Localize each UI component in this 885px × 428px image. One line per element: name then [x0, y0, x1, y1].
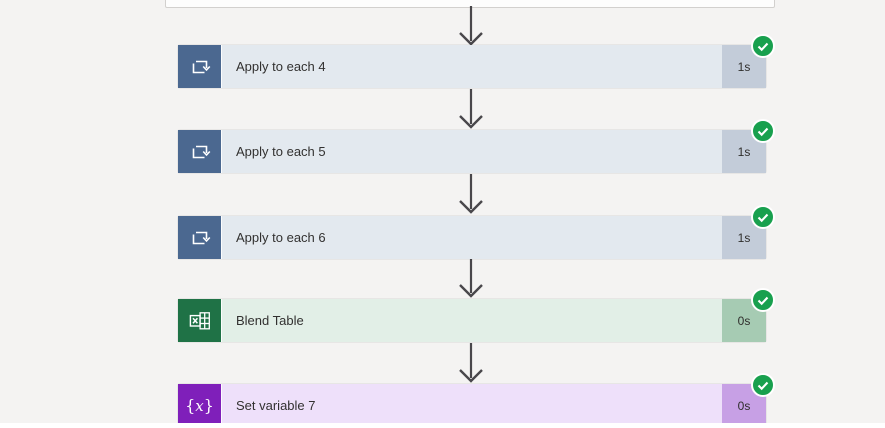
step-card-apply-to-each-6[interactable]: Apply to each 6 1s	[178, 205, 775, 259]
connector-arrow	[459, 89, 483, 129]
loop-icon	[178, 216, 221, 259]
step-card-apply-to-each-4[interactable]: Apply to each 4 1s	[178, 34, 775, 88]
step-card-blend-table[interactable]: Blend Table 0s	[178, 288, 775, 342]
step-label: Apply to each 4	[236, 59, 326, 74]
loop-icon	[178, 130, 221, 173]
connector-arrow	[459, 174, 483, 214]
success-check-icon	[751, 205, 775, 229]
step-card-set-variable-7[interactable]: {x} Set variable 7 0s	[178, 373, 775, 427]
success-check-icon	[751, 119, 775, 143]
connector-arrow	[459, 258, 483, 298]
step-card-apply-to-each-5[interactable]: Apply to each 5 1s	[178, 119, 775, 173]
step-label: Blend Table	[236, 313, 304, 328]
variable-icon: {x}	[178, 384, 221, 427]
success-check-icon	[751, 34, 775, 58]
loop-icon	[178, 45, 221, 88]
step-label: Set variable 7	[236, 398, 316, 413]
step-label: Apply to each 5	[236, 144, 326, 159]
step-label: Apply to each 6	[236, 230, 326, 245]
excel-icon	[178, 299, 221, 342]
connector-arrow	[459, 343, 483, 383]
connector-arrow	[459, 6, 483, 46]
success-check-icon	[751, 288, 775, 312]
bottom-strip	[0, 423, 885, 428]
success-check-icon	[751, 373, 775, 397]
